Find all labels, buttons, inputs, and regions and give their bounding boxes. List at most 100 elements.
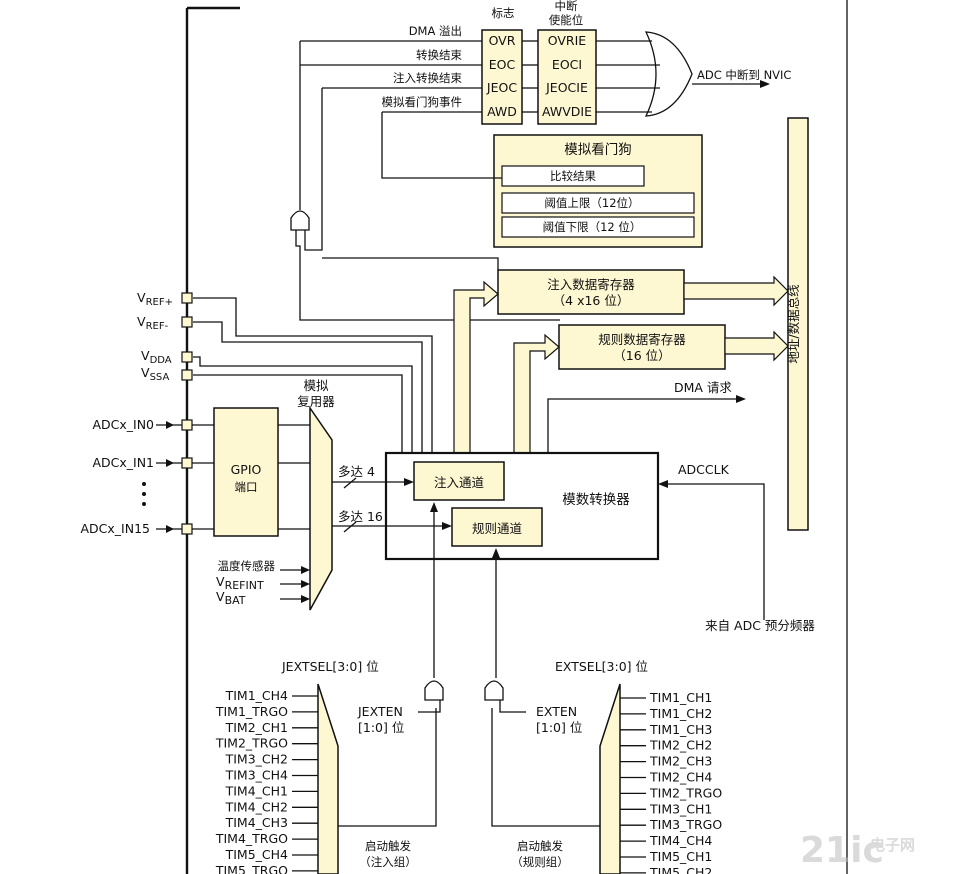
arrow-head-icon: [760, 80, 770, 88]
vrefint-label: VREFINT: [216, 574, 264, 592]
regular-data-register: [558, 324, 726, 370]
arrow-head-icon: [658, 480, 668, 488]
gpio-label: GPIO: [231, 462, 262, 477]
flag-eoc: EOC: [489, 57, 516, 72]
adc-in15-label: ADCx_IN15: [81, 521, 151, 536]
address-data-bus: [787, 117, 809, 531]
flags-register: [481, 29, 523, 125]
jexten-label: JEXTEN: [357, 704, 403, 719]
extsel-label: EXTSEL[3:0] 位: [555, 659, 648, 674]
vbat-label: VBAT: [216, 589, 246, 607]
injected-channel-label: 注入通道: [434, 475, 485, 490]
reg-trigger-source: TIM1_CH1: [649, 690, 712, 705]
reg-trigger-source: TIM5_CH2: [649, 865, 712, 874]
prescaler-label: 来自 ADC 预分频器: [705, 618, 815, 633]
injected-register-label: 注入数据寄存器: [547, 277, 635, 292]
gpio-port-label: 端口: [235, 480, 258, 494]
vref-minus-label: VREF-: [137, 314, 169, 332]
mux-label-line2: 复用器: [297, 394, 335, 409]
inj-trigger-source: TIM4_CH2: [225, 799, 288, 814]
reg-trigger-source: TIM1_CH3: [649, 722, 712, 737]
watchdog-low-threshold: [501, 216, 695, 238]
temp-sensor-label: 温度传感器: [218, 559, 276, 573]
watchdog-title: 模拟看门狗: [564, 142, 632, 158]
inj-trigger-source: TIM5_CH4: [225, 847, 288, 862]
watchdog-high-threshold: [501, 192, 695, 214]
dma-request-line: [547, 398, 738, 453]
inj-trigger-group-label: （注入组）: [359, 855, 417, 869]
up-to-4-label: 多达 4: [338, 464, 375, 479]
converter-label: 模数转换器: [562, 492, 630, 508]
vdda-pad: [181, 351, 193, 363]
injected-register-size: （4 x16 位）: [553, 293, 630, 308]
regular-channel-block: [451, 507, 543, 547]
vssa-label: VSSA: [141, 365, 169, 383]
injected-channel-to-register-arrow: [453, 280, 499, 463]
injected-to-bus-arrow: [683, 275, 789, 307]
watchdog-compare-label: 比较结果: [550, 169, 596, 183]
regular-to-bus-arrow: [724, 330, 789, 362]
flags-header: 标志: [492, 6, 515, 20]
in15-pad: [181, 523, 193, 535]
watermark-part2: 电子网: [870, 836, 915, 854]
exten-and-gate-icon: [484, 680, 504, 701]
exten-label: EXTEN: [536, 704, 577, 719]
exten-bits-label: [1:0] 位: [536, 720, 582, 735]
reg-trigger-source: TIM2_CH3: [649, 754, 712, 769]
reg-trigger-source: TIM1_CH2: [649, 706, 712, 721]
irq-enable-ovrie: OVRIE: [548, 33, 587, 48]
adcclk-line: [668, 483, 765, 620]
flag-source-jeoc: 注入转换结束: [393, 71, 462, 85]
reg-trigger-source: TIM3_TRGO: [649, 817, 722, 832]
inj-trigger-source: TIM5_TRGO: [215, 863, 288, 874]
in0-pad: [181, 419, 193, 431]
reg-trigger-source: TIM2_CH2: [649, 738, 712, 753]
watchdog-compare-result: [501, 165, 645, 187]
irq-enable-jeocie: JEOCIE: [545, 80, 588, 95]
inj-trigger-source: TIM4_TRGO: [215, 831, 288, 846]
inj-trigger-source: TIM4_CH3: [225, 815, 288, 830]
flag-jeoc: JEOC: [486, 80, 517, 95]
inj-trigger-source: TIM3_CH2: [225, 752, 288, 767]
flag-source-eoc: 转换结束: [416, 48, 462, 62]
vref-plus-pad: [181, 292, 193, 304]
vssa-pad: [181, 369, 193, 381]
irq-enable-header-line2: 使能位: [549, 13, 584, 27]
reg-trigger-label: 启动触发: [517, 839, 563, 853]
regular-register-label: 规则数据寄存器: [598, 332, 686, 347]
watchdog-low-label: 阈值下限（12 位）: [543, 220, 642, 234]
watchdog-event-line: [381, 112, 502, 179]
inj-trigger-source: TIM1_CH4: [225, 688, 288, 703]
reg-trigger-source: TIM4_CH4: [649, 833, 712, 848]
reg-trigger-source: TIM5_CH1: [649, 849, 712, 864]
inj-trigger-source: TIM1_TRGO: [215, 704, 288, 719]
watchdog-high-label: 阈值上限（12位）: [544, 196, 639, 210]
jexten-bits-label: [1:0] 位: [358, 720, 404, 735]
ellipsis-dot: [142, 492, 146, 496]
reg-trigger-source: TIM2_CH4: [649, 770, 712, 785]
and-gate-icon: [290, 210, 310, 231]
ellipsis-dot: [142, 482, 146, 486]
arrow-head-icon: [736, 395, 746, 403]
watermark-logo: 21ic 电子网: [800, 830, 915, 871]
irq-output-label: ADC 中断到 NVIC: [697, 68, 791, 82]
up-to-16-label: 多达 16: [338, 509, 383, 524]
vdda-label: VDDA: [141, 348, 172, 366]
irq-enable-register: [537, 29, 597, 125]
gpio-port-block: [213, 407, 279, 537]
flag-awd: AWD: [487, 104, 517, 119]
adc-in1-label: ADCx_IN1: [92, 455, 154, 470]
irq-enable-awvdie: AWVDIE: [542, 104, 592, 119]
inj-trigger-source: TIM3_CH4: [225, 768, 288, 783]
watermark-part1: 21ic: [800, 830, 884, 871]
or-gate-icon: [644, 31, 693, 117]
dma-request-label: DMA 请求: [674, 380, 732, 395]
injected-trigger-mux: [317, 683, 339, 874]
reg-trigger-source: TIM3_CH1: [649, 801, 712, 816]
flag-source-awd: 模拟看门狗事件: [382, 95, 463, 109]
vref-plus-label: VREF+: [137, 290, 173, 308]
regular-channel-label: 规则通道: [472, 521, 523, 536]
irq-enable-eoci: EOCI: [552, 57, 582, 72]
reg-trigger-source: TIM2_TRGO: [649, 785, 722, 800]
